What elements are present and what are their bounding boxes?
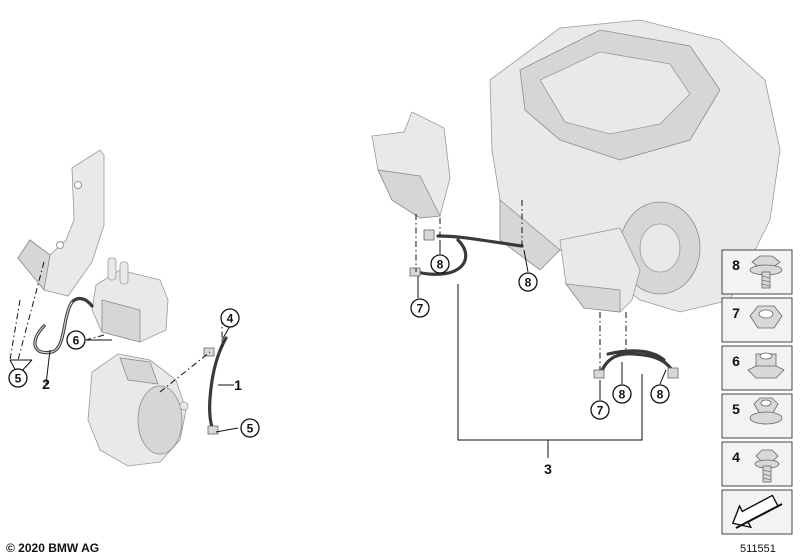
callout-5-right-circle bbox=[240, 418, 260, 438]
legend-number-6: 6 bbox=[732, 353, 740, 369]
mounting-bracket bbox=[17, 149, 105, 297]
callout-5-left: 5 bbox=[15, 372, 22, 386]
leader-8-mid-b bbox=[523, 249, 529, 273]
bracket-3 bbox=[457, 284, 643, 458]
image-number: 511551 bbox=[740, 543, 776, 555]
leader-dash-bracket bbox=[17, 261, 45, 361]
cover-shield bbox=[371, 111, 451, 219]
callout-5-right: 5 bbox=[247, 422, 254, 436]
leader-dash-bracket2 bbox=[9, 299, 21, 361]
callout-7-mid-circle bbox=[410, 298, 430, 318]
hose-2 bbox=[33, 296, 94, 355]
legend: 8 7 6 5 4 bbox=[721, 249, 793, 535]
leader-dash-reservoir bbox=[85, 334, 105, 341]
hose-1 bbox=[203, 336, 228, 435]
leader-2 bbox=[45, 349, 51, 385]
legend-number-8: 8 bbox=[732, 257, 740, 273]
hose-3-lower bbox=[593, 349, 679, 379]
hose-3-upper bbox=[409, 229, 524, 277]
hex-bolt-icon bbox=[754, 449, 780, 483]
callout-8-low-b-circle bbox=[650, 384, 670, 404]
callout-7-low-circle bbox=[590, 400, 610, 420]
callout-2: 2 bbox=[42, 376, 50, 392]
callout-4: 4 bbox=[227, 312, 234, 326]
legend-number-4: 4 bbox=[732, 449, 740, 465]
callout-6: 6 bbox=[73, 334, 80, 348]
collar-nut-icon bbox=[747, 352, 785, 379]
callout-8-mid-a: 8 bbox=[437, 258, 444, 272]
leader-4 bbox=[221, 325, 231, 341]
callout-8-mid-a-circle bbox=[430, 254, 450, 274]
callout-8-mid-b-circle bbox=[518, 272, 538, 292]
leader-dash-compressor bbox=[159, 351, 211, 393]
callout-3: 3 bbox=[544, 461, 552, 477]
hex-nut-icon bbox=[749, 305, 783, 329]
callout-8-low-a-circle bbox=[612, 384, 632, 404]
electric-drive-unit bbox=[489, 19, 781, 313]
electric-compressor bbox=[87, 353, 189, 467]
leader-5-right bbox=[215, 427, 239, 433]
callout-8-low-a: 8 bbox=[619, 388, 626, 402]
direction-arrow-icon bbox=[731, 494, 783, 529]
flange-bolt-icon bbox=[749, 255, 783, 289]
callout-8-mid-b: 8 bbox=[525, 276, 532, 290]
callout-8-low-b: 8 bbox=[657, 388, 664, 402]
callout-4-circle bbox=[220, 308, 240, 328]
lower-bracket bbox=[559, 227, 641, 313]
callout-1: 1 bbox=[234, 377, 242, 393]
callout-5-left-circle bbox=[8, 368, 28, 388]
callout-7-mid: 7 bbox=[417, 302, 424, 316]
callout-7-low: 7 bbox=[597, 404, 604, 418]
coolant-reservoir bbox=[91, 257, 169, 343]
leader-8-low-b bbox=[659, 369, 667, 385]
legend-number-5: 5 bbox=[732, 401, 740, 417]
flange-nut-icon bbox=[749, 397, 783, 425]
legend-number-7: 7 bbox=[732, 305, 740, 321]
callout-6-circle bbox=[66, 330, 86, 350]
copyright-notice: © 2020 BMW AG bbox=[6, 541, 100, 555]
